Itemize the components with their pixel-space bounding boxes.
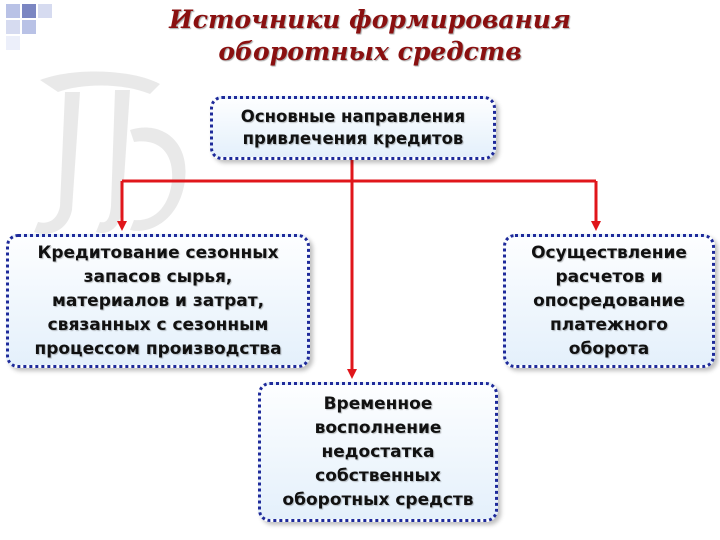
corner-square-1 (6, 4, 20, 18)
child-box-seasonal-credit-label: Кредитование сезонных запасов сырья, мат… (34, 243, 282, 359)
child-box-settlements-label: Осуществление расчетов и опосредование п… (531, 243, 687, 359)
root-box-label: Основные направления привлечения кредито… (240, 107, 466, 148)
slide-title-text: Источники формирования оборотных средств (169, 5, 571, 66)
child-box-temporary-replenishment: Временное восполнение недостатка собстве… (258, 382, 498, 522)
corner-square-2 (22, 4, 36, 18)
corner-square-6 (6, 36, 20, 50)
child-box-seasonal-credit: Кредитование сезонных запасов сырья, мат… (6, 234, 310, 368)
root-box: Основные направления привлечения кредито… (210, 96, 496, 160)
corner-square-3 (38, 4, 52, 18)
corner-square-4 (6, 20, 20, 34)
child-box-temporary-replenishment-label: Временное восполнение недостатка собстве… (282, 394, 474, 510)
slide-title: Источники формирования оборотных средств (90, 4, 650, 68)
child-box-settlements: Осуществление расчетов и опосредование п… (503, 234, 715, 368)
corner-square-5 (22, 20, 36, 34)
